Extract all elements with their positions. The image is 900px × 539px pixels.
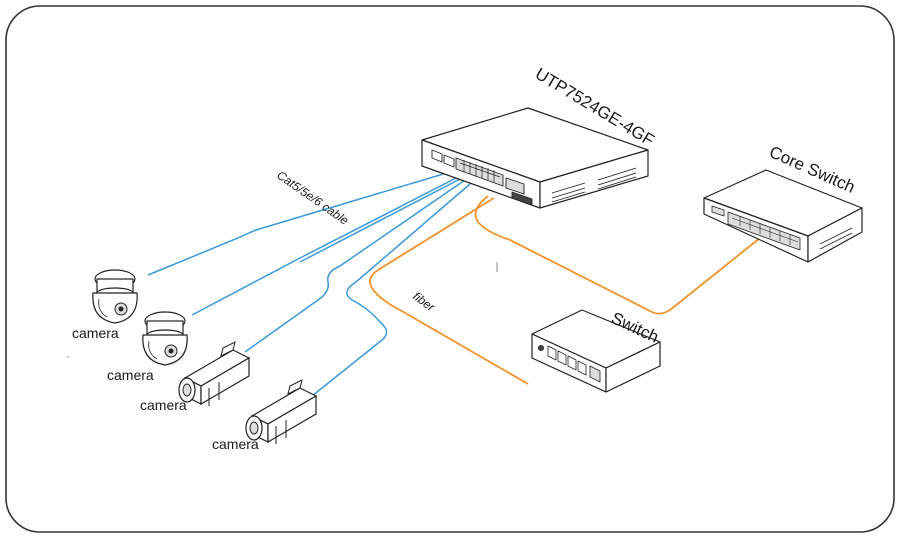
core-switch-port-grid: [731, 216, 799, 245]
main-switch: [421, 107, 649, 209]
camera-1-label: camera: [72, 325, 119, 341]
camera-2-dome: [142, 311, 188, 366]
switch-side: [605, 341, 661, 393]
camera-4-label: camera: [212, 436, 259, 452]
camera-3-label: camera: [140, 397, 187, 413]
main-switch-ports: [431, 149, 533, 206]
fiber-cables: [369, 195, 761, 385]
cable-to-camera-2: [191, 175, 461, 316]
fiber-to-core-switch: [474, 195, 761, 315]
switch-ports: [538, 344, 601, 383]
switch: [531, 309, 661, 393]
fiber-to-switch: [369, 197, 529, 385]
cable-to-camera-4: [311, 183, 471, 397]
copper-cables: [147, 171, 471, 397]
cable-to-camera-1: [147, 171, 451, 276]
cable-to-camera-3: [244, 179, 466, 353]
core-switch-ports: [711, 205, 801, 251]
stray-dot: [67, 356, 69, 358]
camera-2-label: camera: [107, 367, 154, 383]
diagram-frame: [5, 5, 895, 533]
main-switch-vents: [551, 167, 637, 203]
main-switch-port-grid: [459, 160, 501, 182]
cable-extra-1: [299, 177, 463, 263]
core-switch-vents: [819, 227, 853, 250]
core-switch: [703, 169, 863, 263]
camera-1-dome: [92, 269, 138, 324]
